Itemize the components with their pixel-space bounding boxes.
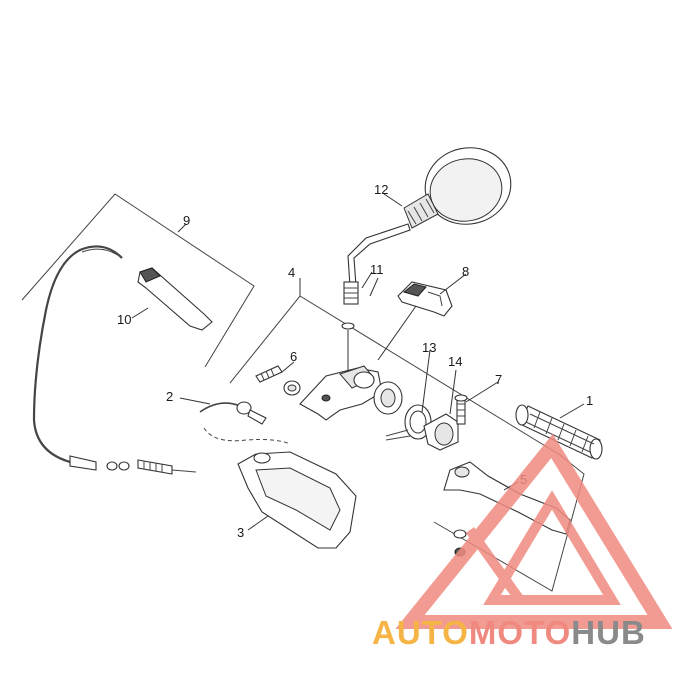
callout-11: 11 [370,262,384,277]
switch-wire-part [199,401,291,445]
watermark-brand-text: AUTOMOTOHUB [372,614,692,660]
callout-10: 10 [117,312,131,327]
lever-bracket-part [299,365,403,421]
callout-13: 13 [422,340,436,355]
leader-lines [131,193,585,531]
callout-6: 6 [290,349,297,364]
callout-9: 9 [183,213,190,228]
handle-grip-part [515,404,603,460]
callout-7: 7 [495,372,502,387]
callout-2: 2 [166,389,173,404]
callout-8: 8 [462,264,469,279]
callout-labels: 1 2 3 4 5 6 7 8 9 10 11 12 13 14 [117,182,593,540]
mirror-part [341,147,512,330]
callout-12: 12 [374,182,388,197]
callout-1: 1 [586,393,593,408]
adjuster-screw-part [255,365,301,396]
callout-3: 3 [237,525,244,540]
group-frame-4 [229,295,585,592]
callout-5: 5 [520,472,527,487]
callout-4: 4 [288,265,295,280]
brake-lever-part [443,461,571,557]
pivot-screw-part [454,394,468,425]
cable-boot-part [137,267,213,331]
switch-housing-part [397,281,453,317]
watermark-brand-part-2: MOTO [468,614,572,651]
clutch-cable-part [32,245,197,475]
watermark-brand-part-1: AUTO [372,614,469,651]
group-frame-9 [21,193,255,368]
callout-14: 14 [448,354,462,369]
watermark-brand-part-3: HUB [571,614,646,651]
hand-guard-part [237,451,357,549]
